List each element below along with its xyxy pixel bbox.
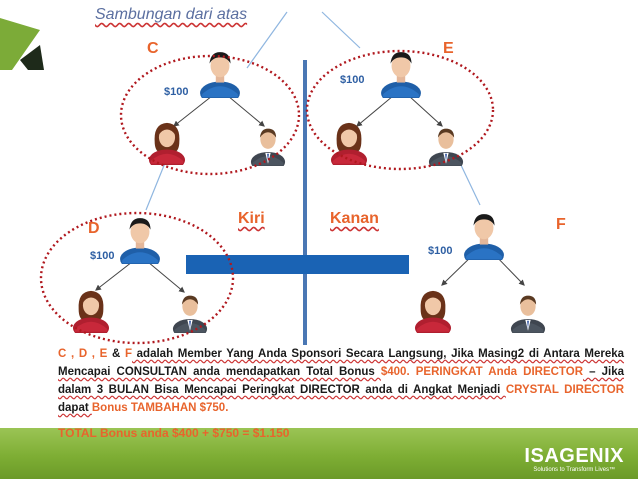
person-c-icon [200,52,240,98]
crystal-director: CRYSTAL DIRECTOR [505,384,624,396]
logo-tagline: Solutions to Transform Lives™ [533,467,616,473]
subtitle: Sambungan dari atas [95,6,248,23]
person-e-left-icon [330,122,368,165]
body-gets: dapat [58,402,92,414]
person-c-left-icon [148,122,186,165]
amount-c: $100 [164,86,189,98]
arrow-c-left [173,95,213,127]
label-f: F [556,216,566,233]
person-d-icon [120,218,160,264]
amount-f: $100 [428,245,453,257]
isagenix-logo: ISAGENIX Solutions to Transform Lives™ [524,446,624,474]
footer-band [0,428,638,479]
rank-director: PERINGKAT Anda DIRECTOR [409,366,584,378]
connector-line-top-right [321,11,361,49]
center-divider [303,60,307,345]
connector-line-to-f [459,162,481,206]
circle-group-e [305,49,495,171]
connector-line-top-left [246,11,288,69]
person-d-right-icon [172,295,208,333]
body-connector: & [107,348,125,360]
amount-d: $100 [90,250,115,262]
person-f-icon [464,214,504,260]
person-e-icon [381,52,421,98]
total-bonus: TOTAL Bonus anda $400 + $750 = $1.150 [58,426,290,440]
body-rank-condition: – Jika dalam 3 BULAN Bisa Mencapai Perin… [58,366,624,396]
bonus-400: $400. [380,366,410,378]
description-text: C , D , E & F adalah Member Yang Anda Sp… [58,345,624,417]
connector-line-to-d [145,162,166,211]
logo-wordmark: ISAGENIX [524,445,624,467]
arrow-d-right [147,261,185,293]
label-e: E [443,40,454,57]
horizontal-bar [186,255,409,274]
person-f-left-icon [414,290,452,333]
label-c: C [147,40,159,57]
arrow-d-left [95,261,133,291]
arrow-e-right [408,95,443,127]
circle-group-d [39,211,235,345]
arrow-c-right [227,95,265,127]
amount-e: $100 [340,74,365,86]
circle-group-c [119,54,301,176]
label-right: Kanan [330,210,379,227]
person-d-left-icon [72,290,110,333]
body-main: adalah Member Yang Anda Sponsori Secara … [58,348,625,378]
member-f: F [124,348,132,360]
label-d: D [88,220,100,237]
arrow-e-left [356,95,394,127]
corner-decoration [0,0,44,70]
members-label: C , D , E [58,348,108,360]
person-f-right-icon [510,295,546,333]
bonus-750: Bonus TAMBAHAN $750. [91,402,229,414]
label-left: Kiri [238,210,265,227]
